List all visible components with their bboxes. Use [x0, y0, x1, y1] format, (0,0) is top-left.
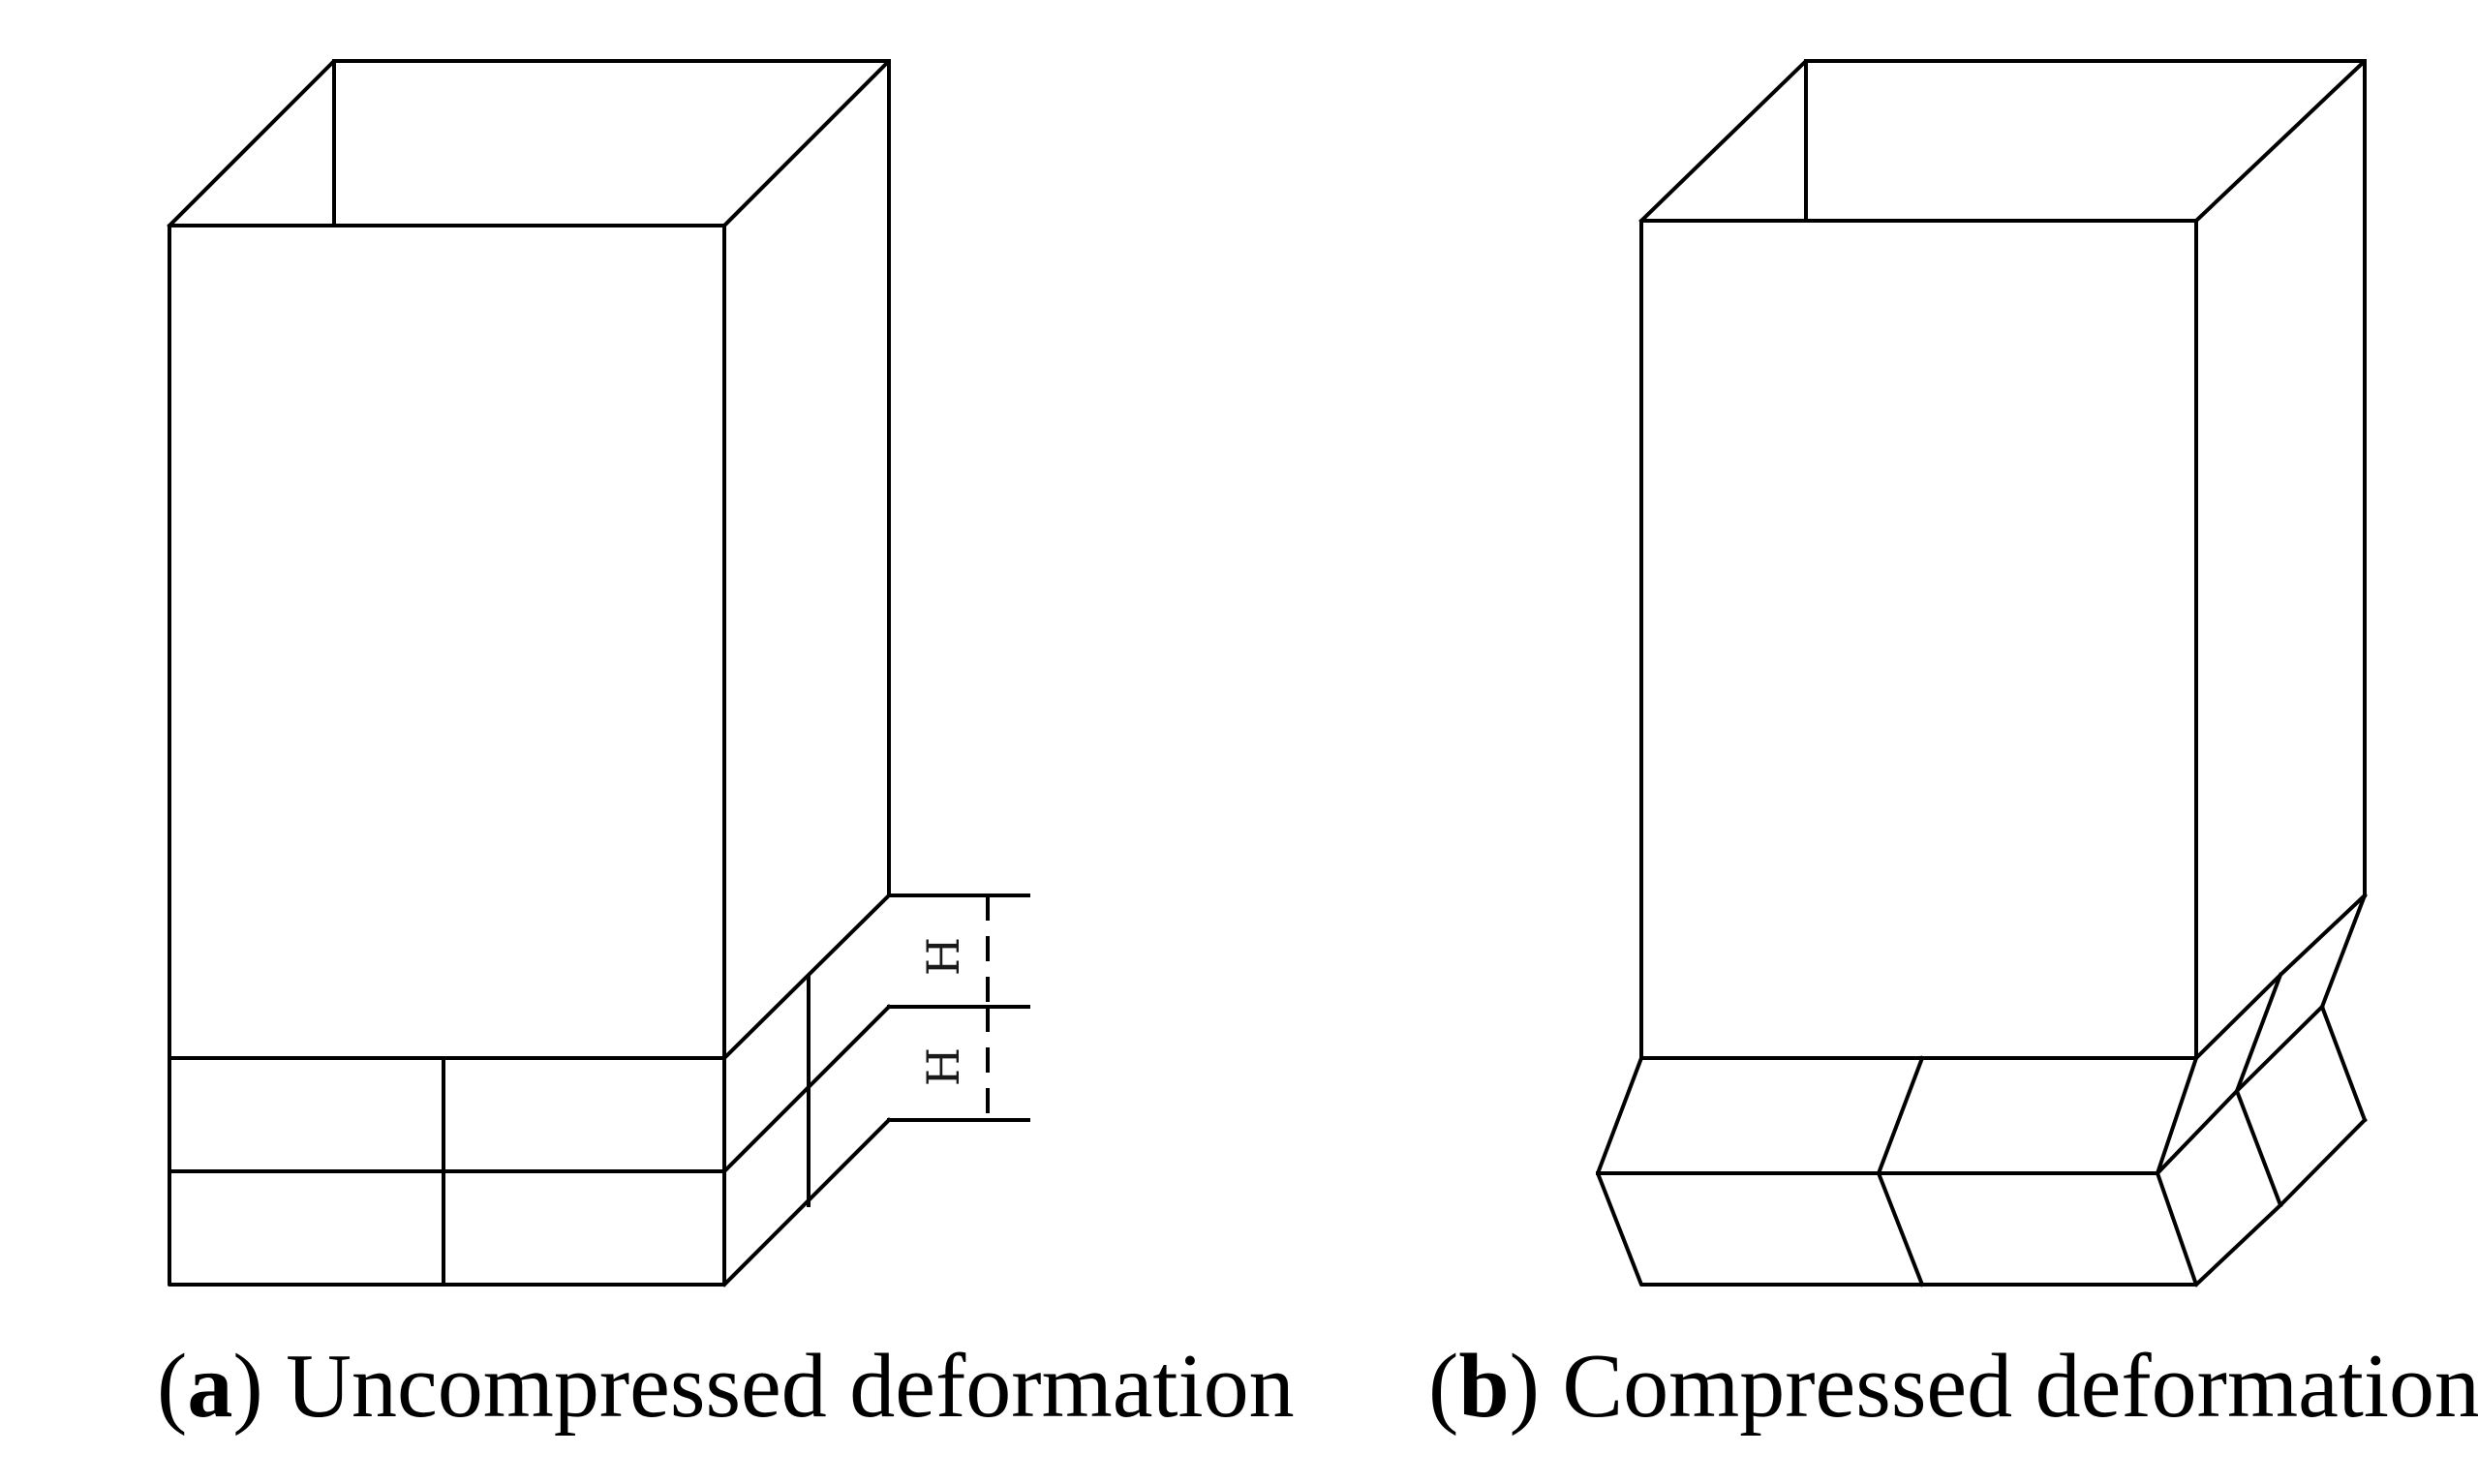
panel-b-buckled-front-column [1877, 1055, 1925, 1287]
caption-panel-b-letter: b [1458, 1336, 1510, 1437]
panel-a-back-top [167, 59, 891, 228]
panel-b-back-top [1638, 59, 2367, 224]
dimension-label-upper: H [917, 937, 969, 976]
panel-b-buckled-front-outline [1596, 1055, 2199, 1287]
caption-panel-b-text: Compressed deformation [1562, 1336, 2478, 1437]
panel-b-box [1596, 59, 2368, 1287]
caption-panel-a-letter: a [187, 1336, 233, 1437]
caption-panel-a-text: Uncompressed deformation [286, 1336, 1295, 1437]
caption-panel-a: (a) Uncompressed deformation [157, 1336, 1295, 1437]
panel-a-dimension: H H [887, 893, 1030, 1122]
panel-b-buckled-side-middle [2155, 1004, 2325, 1176]
panel-b-front-face [1639, 219, 2198, 1060]
dimension-label-lower: H [917, 1047, 969, 1086]
panel-a-front-face [168, 224, 726, 1287]
caption-panel-b: (b) Compressed deformation [1428, 1341, 2478, 1432]
panel-b-buckled-side-back [2320, 893, 2368, 1123]
panel-a-box [167, 59, 892, 1287]
panel-b-buckled-side-column [2235, 972, 2283, 1208]
